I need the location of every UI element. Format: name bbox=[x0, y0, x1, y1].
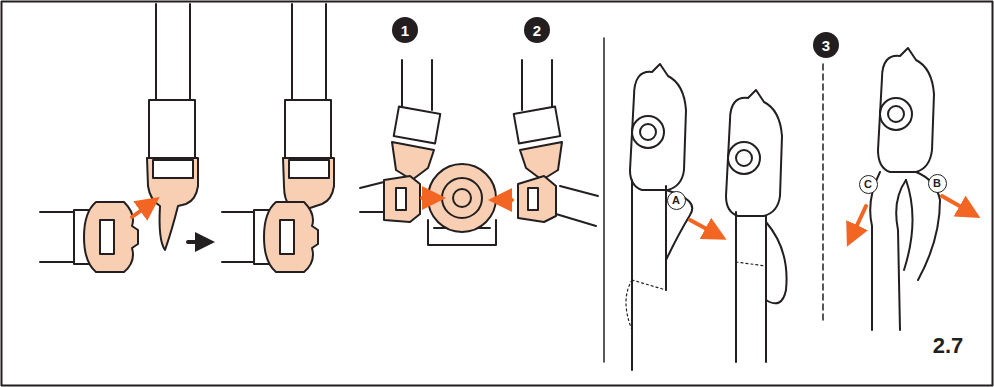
callout-letter: A bbox=[667, 191, 686, 210]
step1-open bbox=[40, 4, 205, 272]
callout-letter: B bbox=[928, 174, 947, 193]
step2-center-buckle bbox=[360, 60, 598, 245]
callout-letter: C bbox=[859, 175, 878, 194]
callout-number: 1 bbox=[392, 17, 418, 43]
divider bbox=[603, 38, 605, 362]
figure-number: 2.7 bbox=[933, 333, 964, 359]
dashed-divider bbox=[822, 64, 824, 320]
step3-adjuster-release bbox=[852, 48, 970, 330]
step1-closed bbox=[222, 4, 334, 272]
callout-number: 2 bbox=[524, 17, 550, 43]
callout-number: 3 bbox=[813, 32, 839, 58]
step3-adjuster-tight bbox=[726, 90, 787, 362]
step3-adjuster-loose bbox=[626, 64, 716, 370]
